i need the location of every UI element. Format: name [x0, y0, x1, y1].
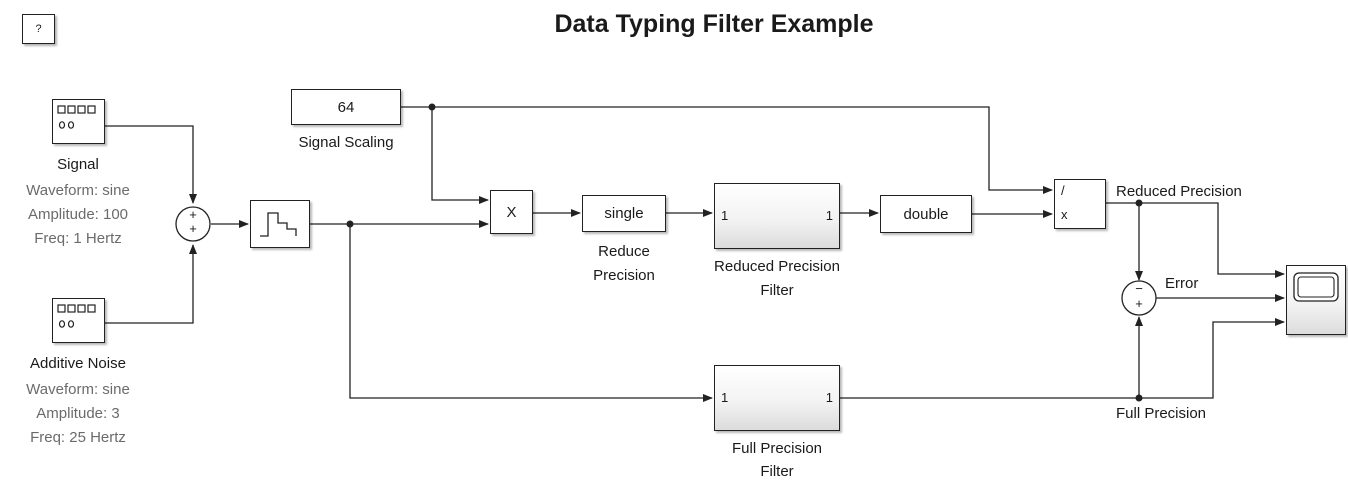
signal-param-waveform: Waveform: sine: [26, 182, 130, 199]
signal-label: Signal: [57, 156, 99, 173]
reduce-precision-label-1: Reduce: [598, 243, 650, 260]
full-precision-filter-block[interactable]: 1 1: [714, 365, 840, 431]
divide-port-multiply: x: [1061, 207, 1068, 222]
reduce-precision-block[interactable]: single: [582, 195, 666, 232]
branch-point-hold: [346, 220, 354, 228]
wire-scaling-to-divide: [432, 106, 1053, 194]
help-button[interactable]: ?: [22, 14, 55, 44]
wire-reduced-to-scope: [1106, 202, 1285, 278]
full-filter-label-2: Filter: [760, 463, 794, 480]
full-filter-label-1: Full Precision: [731, 440, 823, 457]
diagram-title: Data Typing Filter Example: [554, 10, 874, 38]
scope-block[interactable]: [1286, 265, 1346, 335]
generator-icon: [57, 105, 96, 129]
sum2-sign-top: −: [1135, 281, 1143, 296]
noise-label: Additive Noise: [30, 355, 126, 372]
divide-port-divide: /: [1061, 183, 1065, 198]
reduced-filter-label-1: Reduced Precision: [714, 258, 840, 275]
signal-param-amplitude: Amplitude: 100: [27, 206, 129, 223]
full-filter-out-port: 1: [825, 390, 833, 405]
scope-icon: [1293, 272, 1339, 302]
noise-param-amplitude: Amplitude: 3: [36, 405, 120, 422]
full-filter-in-port: 1: [721, 390, 729, 405]
wire-hold-to-full-filter: [349, 224, 713, 402]
signal-scaling-value: 64: [337, 98, 355, 116]
branch-point-full: [1135, 394, 1143, 402]
to-double-type: double: [903, 205, 949, 223]
sum1-sign-bottom: +: [189, 221, 197, 236]
signal-scaling-block[interactable]: 64: [291, 89, 401, 125]
reduced-filter-out-port: 1: [825, 208, 833, 223]
sum1-sign-top: +: [189, 207, 197, 222]
reduced-filter-in-port: 1: [721, 208, 729, 223]
branch-point-reduced: [1135, 199, 1143, 207]
zero-order-hold-block[interactable]: [250, 200, 310, 248]
signal-generator-block[interactable]: [52, 99, 105, 144]
generator-icon: [57, 304, 96, 328]
signal-param-freq: Freq: 1 Hertz: [34, 230, 122, 247]
noise-param-freq: Freq: 25 Hertz: [30, 429, 126, 446]
divide-block[interactable]: / x: [1054, 179, 1106, 229]
product-symbol: X: [506, 203, 517, 221]
branch-point-scaling: [428, 103, 436, 111]
sum-block-error[interactable]: [1121, 280, 1157, 316]
reduced-filter-label-2: Filter: [760, 282, 794, 299]
reduce-precision-label-2: Precision: [593, 267, 655, 284]
to-double-block[interactable]: double: [880, 195, 972, 233]
product-block[interactable]: X: [490, 190, 533, 234]
wire-noise-to-sum: [105, 244, 197, 324]
signal-label-full: Full Precision: [1116, 405, 1207, 422]
noise-generator-block[interactable]: [52, 298, 105, 343]
sum-block-input[interactable]: [175, 206, 211, 242]
reduced-precision-filter-block[interactable]: 1 1: [714, 183, 840, 249]
sum2-sign-bottom: +: [1135, 296, 1143, 311]
signal-label-reduced: Reduced Precision: [1116, 183, 1242, 200]
zoh-icon: [260, 212, 297, 237]
reduce-precision-type: single: [604, 205, 644, 222]
wire-full-to-scope: [840, 318, 1285, 399]
noise-param-waveform: Waveform: sine: [26, 381, 130, 398]
signal-scaling-label: Signal Scaling: [298, 134, 394, 151]
wire-signal-to-sum: [105, 125, 197, 204]
wire-scaling-to-product: [401, 106, 489, 204]
signal-label-error: Error: [1165, 275, 1199, 292]
